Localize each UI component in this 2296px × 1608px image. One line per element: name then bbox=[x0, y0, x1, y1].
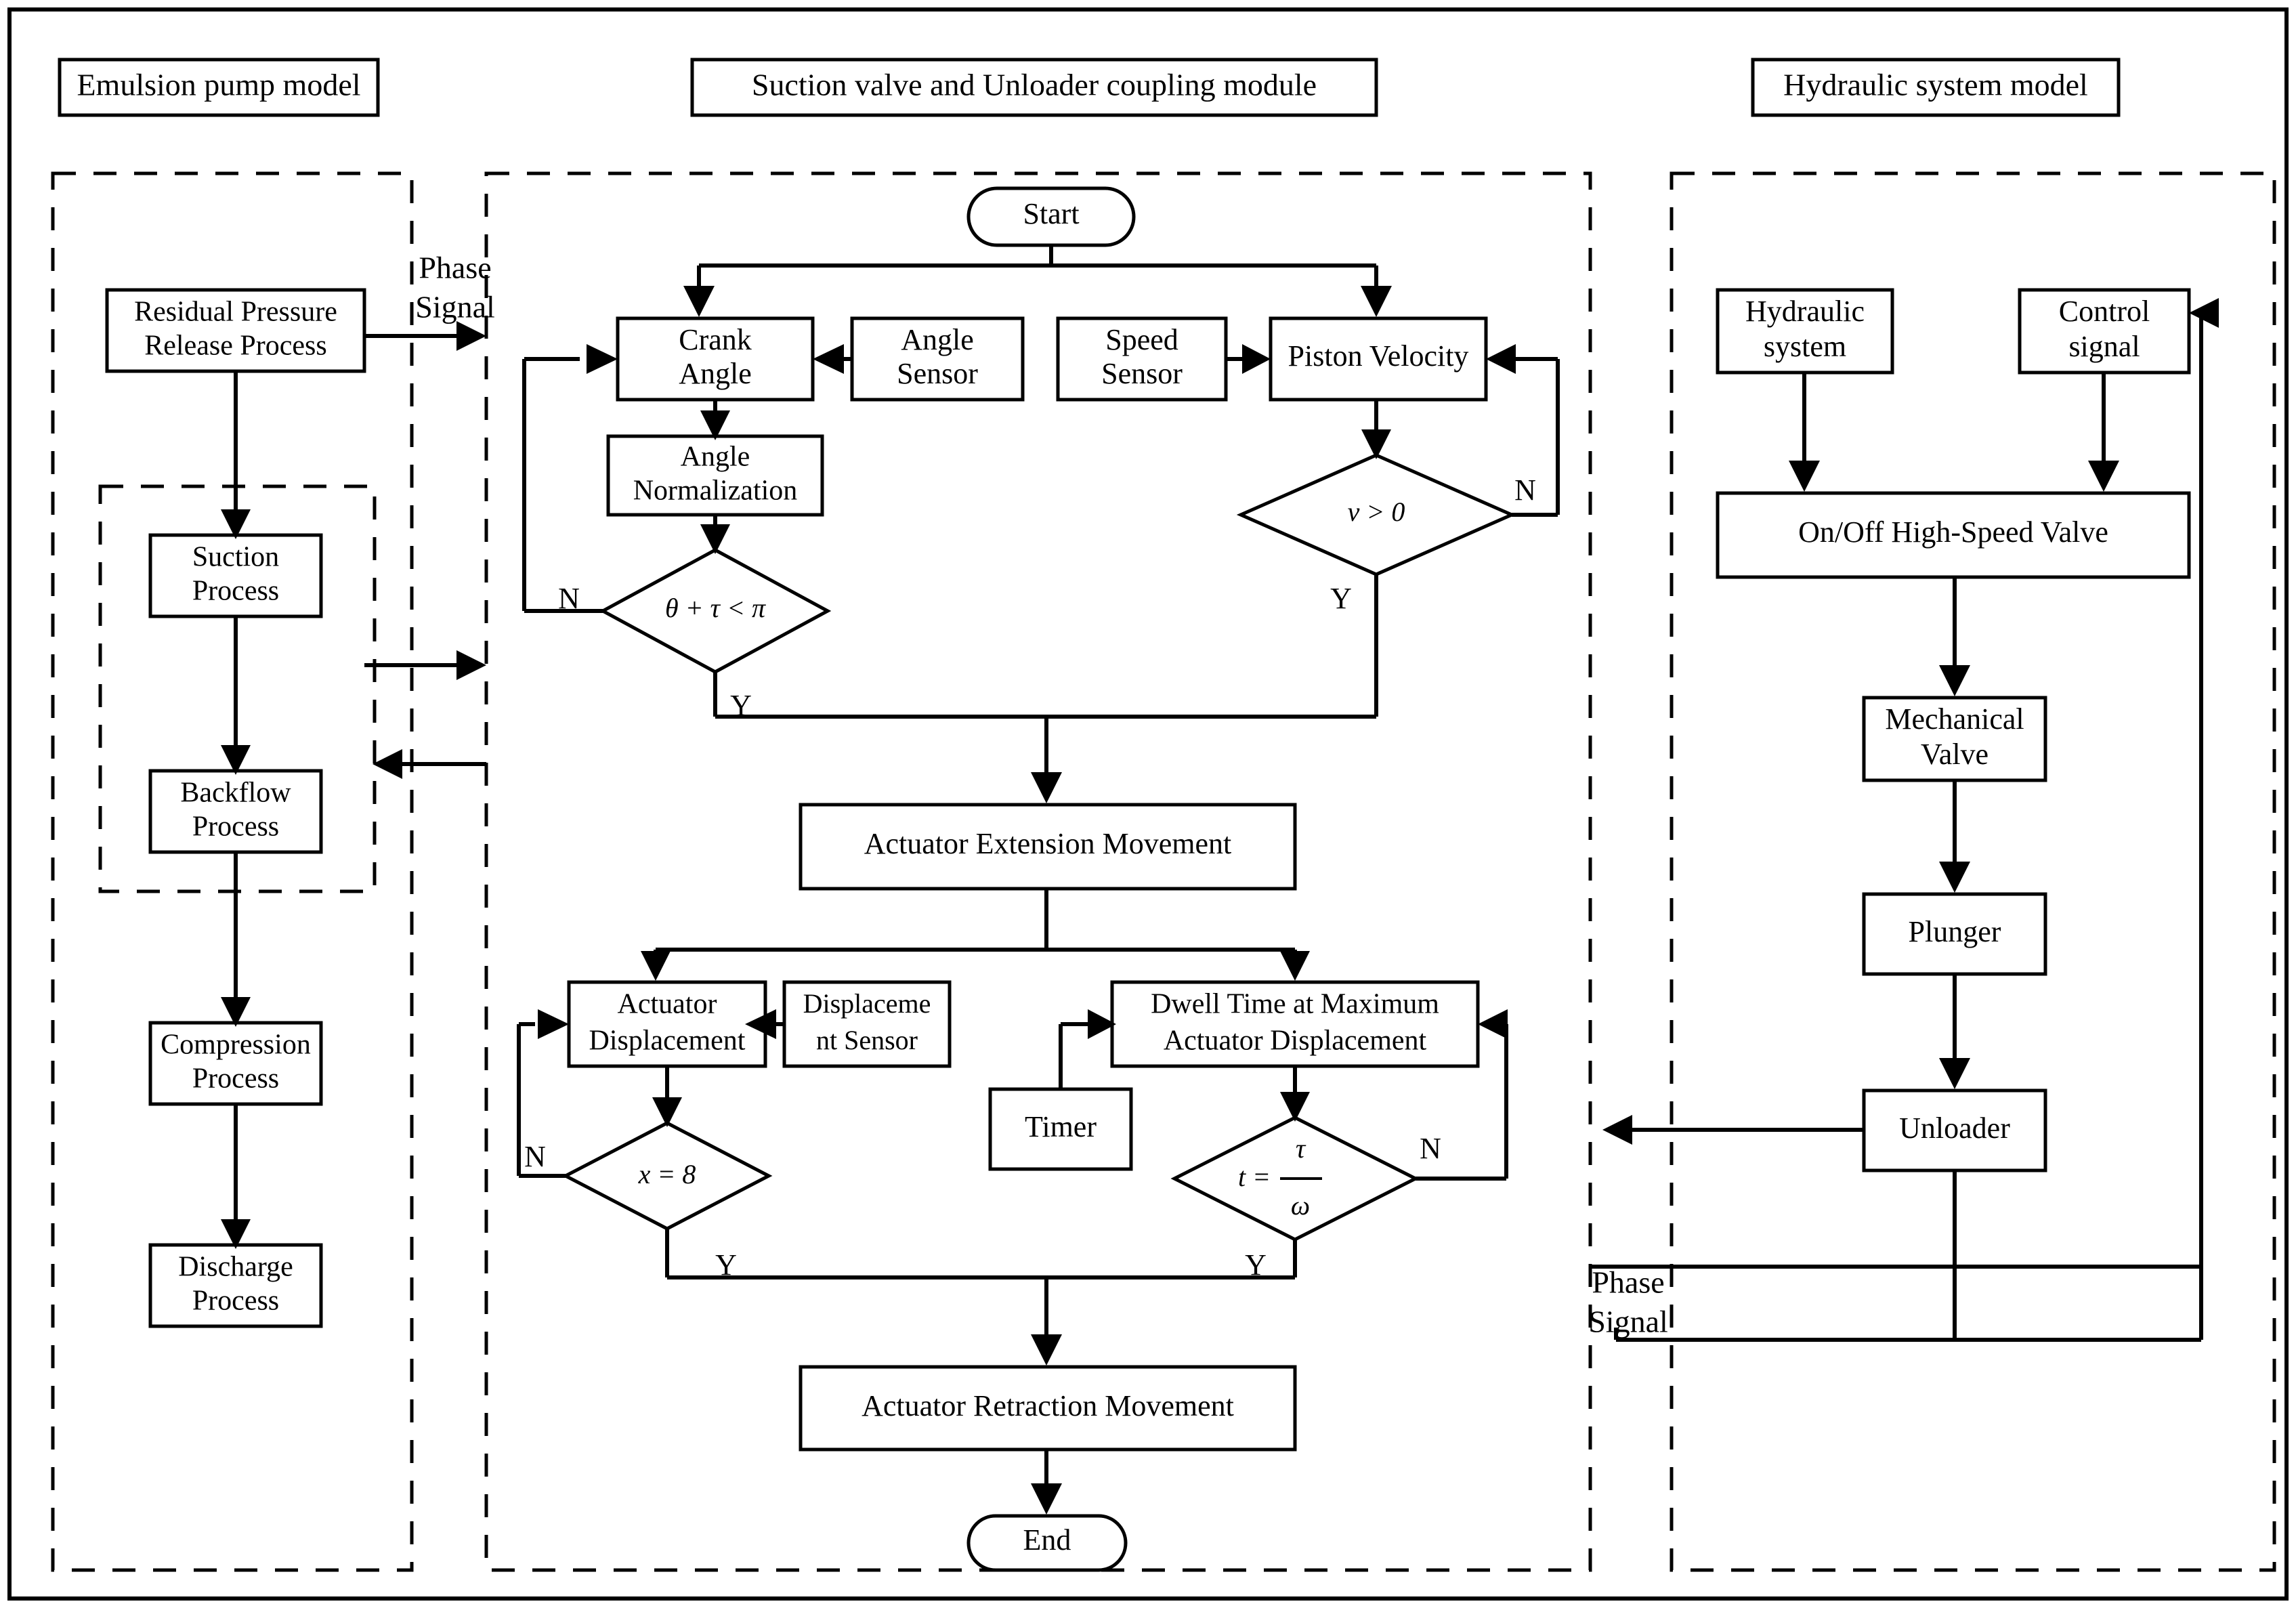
node-suction-process[interactable] bbox=[148, 533, 323, 618]
edge-mechanical-to-plunger bbox=[1939, 780, 1970, 893]
node-speed-sensor[interactable] bbox=[1056, 316, 1228, 402]
edge-compression-to-discharge bbox=[221, 1104, 251, 1249]
edge-piston-to-velocity-decision bbox=[1361, 400, 1391, 459]
figure-outer-border bbox=[7, 7, 2289, 1601]
node-crank-angle[interactable] bbox=[616, 316, 815, 402]
node-onoff-high-speed-valve[interactable] bbox=[1716, 491, 2191, 579]
edge-velocity-no-loop-to-piston bbox=[1486, 344, 1560, 517]
panel-header-hydraulic bbox=[1751, 58, 2121, 117]
node-angle-sensor[interactable] bbox=[850, 316, 1025, 402]
edge-theta-no-loop-to-crank bbox=[522, 344, 618, 613]
edge-angle-sensor-to-crank bbox=[813, 344, 852, 374]
panel-box-hydraulic bbox=[1670, 171, 2276, 1572]
edge-left-to-center-in bbox=[364, 650, 486, 680]
edge-merge-to-actuator-retraction bbox=[665, 1229, 1297, 1366]
panel-header-center bbox=[690, 58, 1378, 117]
node-unloader[interactable] bbox=[1862, 1088, 2047, 1172]
edge-disp-sensor-to-actuator-disp bbox=[745, 1009, 784, 1039]
edge-dwell-to-t-decision bbox=[1280, 1066, 1310, 1122]
edge-speed-sensor-to-piston bbox=[1226, 344, 1271, 374]
edge-timer-to-dwell bbox=[1059, 1009, 1116, 1089]
decision-x-equals-8[interactable] bbox=[561, 1121, 773, 1231]
edge-center-to-left-out bbox=[373, 749, 486, 779]
node-plunger[interactable] bbox=[1862, 892, 2047, 976]
decision-theta-tau-lt-pi[interactable] bbox=[599, 548, 832, 674]
node-end[interactable] bbox=[966, 1514, 1128, 1572]
edge-right-feedback-to-control-signal bbox=[1616, 298, 2219, 1342]
edge-retraction-to-end bbox=[1031, 1450, 1062, 1515]
edge-suction-to-backflow bbox=[221, 616, 251, 775]
edge-hydraulic-to-valve bbox=[1789, 373, 1820, 492]
edge-actuator-disp-to-x-decision bbox=[652, 1066, 682, 1127]
edge-plunger-to-unloader bbox=[1939, 974, 1970, 1089]
node-piston-velocity[interactable] bbox=[1269, 316, 1488, 402]
edge-x-no-loop-to-actuator-disp bbox=[517, 1009, 569, 1178]
node-start[interactable] bbox=[966, 186, 1136, 247]
node-hydraulic-system[interactable] bbox=[1716, 288, 1894, 375]
edge-crank-to-normalization bbox=[700, 400, 730, 440]
edge-phase-signal-left bbox=[364, 321, 486, 351]
node-actuator-retraction-movement[interactable] bbox=[799, 1365, 1297, 1452]
node-angle-normalization[interactable] bbox=[606, 434, 824, 517]
node-compression-process[interactable] bbox=[148, 1021, 323, 1106]
node-displacement-sensor[interactable] bbox=[782, 980, 952, 1068]
edge-merge-to-actuator-extension bbox=[713, 574, 1378, 803]
node-backflow-process[interactable] bbox=[148, 769, 323, 854]
edge-backflow-to-compression bbox=[221, 852, 251, 1027]
decision-velocity-gt-zero[interactable] bbox=[1236, 453, 1516, 576]
panel-header-emulsion-pump bbox=[58, 58, 380, 117]
edge-residual-to-suction bbox=[221, 371, 251, 539]
node-control-signal[interactable] bbox=[2018, 288, 2191, 375]
node-actuator-extension-movement[interactable] bbox=[799, 803, 1297, 891]
edge-control-to-valve bbox=[2088, 373, 2119, 492]
node-mechanical-valve[interactable] bbox=[1862, 696, 2047, 782]
node-timer[interactable] bbox=[988, 1087, 1133, 1171]
edge-normalization-to-theta bbox=[700, 515, 730, 554]
node-dwell-time-max-displacement[interactable] bbox=[1110, 980, 1480, 1068]
panel-box-emulsion-pump bbox=[51, 171, 414, 1572]
edge-start-split-bus bbox=[683, 245, 1392, 317]
node-actuator-displacement[interactable] bbox=[567, 980, 767, 1068]
edge-t-no-loop-to-dwell bbox=[1416, 1009, 1508, 1181]
edge-valve-to-mechanical bbox=[1939, 577, 1970, 696]
edge-unloader-to-center bbox=[1602, 1115, 1864, 1145]
node-residual-pressure-release[interactable] bbox=[105, 288, 366, 373]
edge-extension-split-bus bbox=[641, 889, 1310, 981]
decision-t-equals-tau-over-omega[interactable] bbox=[1170, 1116, 1420, 1242]
edge-unloader-feedback-to-control bbox=[1614, 1170, 1957, 1342]
node-discharge-process[interactable] bbox=[148, 1243, 323, 1328]
